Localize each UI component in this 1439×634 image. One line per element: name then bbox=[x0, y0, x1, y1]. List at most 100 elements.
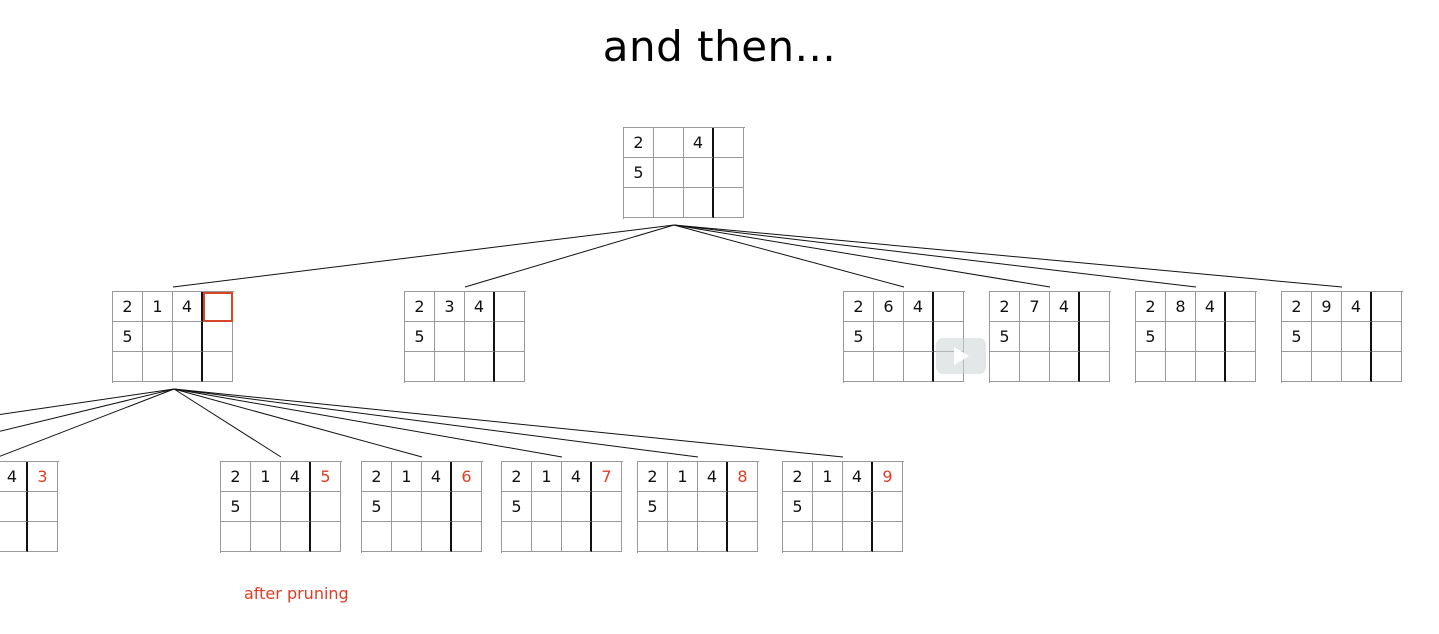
board-cell bbox=[1312, 352, 1342, 382]
board-cell bbox=[1342, 322, 1372, 352]
board-cell bbox=[844, 352, 874, 382]
board-cell: 8 bbox=[728, 462, 758, 492]
board-cell bbox=[990, 352, 1020, 382]
board-cell bbox=[532, 492, 562, 522]
board-cell bbox=[173, 352, 203, 382]
board-cell: 2 bbox=[502, 462, 532, 492]
board-cell: 5 bbox=[638, 492, 668, 522]
board-cell bbox=[1342, 352, 1372, 382]
board-cell bbox=[0, 522, 28, 552]
board-cell: 9 bbox=[1312, 292, 1342, 322]
board-cell bbox=[1282, 352, 1312, 382]
board-cell: 2 bbox=[405, 292, 435, 322]
board-cell bbox=[495, 352, 525, 382]
board-cell bbox=[311, 522, 341, 552]
tree-edge-l1-1-to-l2-7 bbox=[173, 388, 563, 458]
board-cell bbox=[592, 492, 622, 522]
board-cell bbox=[813, 522, 843, 552]
board-cell bbox=[422, 522, 452, 552]
board-cell bbox=[1166, 352, 1196, 382]
board-cell: 5 bbox=[1282, 322, 1312, 352]
board-cell bbox=[28, 492, 58, 522]
board-cell bbox=[1226, 292, 1256, 322]
play-button[interactable] bbox=[936, 338, 986, 374]
board-cell bbox=[1196, 322, 1226, 352]
board-cell: 4 bbox=[1050, 292, 1080, 322]
board-cell bbox=[1226, 352, 1256, 382]
board-cell: 2 bbox=[221, 462, 251, 492]
board-cell: 2 bbox=[362, 462, 392, 492]
board-cell bbox=[28, 522, 58, 552]
board-cell: 5 bbox=[783, 492, 813, 522]
board-cell bbox=[873, 492, 903, 522]
board-cell bbox=[465, 322, 495, 352]
board-cell bbox=[654, 188, 684, 218]
tree-edge-offscreen bbox=[0, 388, 175, 416]
board-cell bbox=[1372, 322, 1402, 352]
board-cell bbox=[654, 158, 684, 188]
board-cell: 4 bbox=[465, 292, 495, 322]
board-cell bbox=[843, 522, 873, 552]
board-cell: 5 bbox=[221, 492, 251, 522]
board-cell bbox=[1020, 322, 1050, 352]
board-cell bbox=[668, 522, 698, 552]
board-cell: 2 bbox=[113, 292, 143, 322]
board-cell: 4 bbox=[562, 462, 592, 492]
board-cell bbox=[532, 522, 562, 552]
play-icon bbox=[954, 347, 969, 365]
board-cell: 4 bbox=[1196, 292, 1226, 322]
board-cell bbox=[251, 492, 281, 522]
board-cell bbox=[362, 522, 392, 552]
board-cell: 6 bbox=[874, 292, 904, 322]
board-cell bbox=[392, 492, 422, 522]
board-cell bbox=[1080, 292, 1110, 322]
board-cell: 2 bbox=[624, 128, 654, 158]
board-cell bbox=[728, 492, 758, 522]
after-pruning-caption: after pruning bbox=[244, 584, 349, 603]
tree-edge-l1-1-to-l2-5 bbox=[173, 388, 282, 458]
board-cell bbox=[1372, 352, 1402, 382]
board-cell bbox=[624, 188, 654, 218]
board-cell: 1 bbox=[668, 462, 698, 492]
board-cell bbox=[311, 492, 341, 522]
slide-title: and then... bbox=[602, 22, 837, 71]
board-cell: 1 bbox=[143, 292, 173, 322]
board-cell bbox=[684, 188, 714, 218]
board-cell bbox=[714, 188, 744, 218]
board-cell bbox=[251, 522, 281, 552]
tree-edge-l1-1-to-l2-8 bbox=[173, 388, 699, 458]
board-cell bbox=[422, 492, 452, 522]
board-node-l2-3: 21435 bbox=[0, 461, 59, 553]
board-cell bbox=[873, 522, 903, 552]
board-cell bbox=[562, 492, 592, 522]
board-cell bbox=[654, 128, 684, 158]
board-cell bbox=[113, 352, 143, 382]
board-cell: 5 bbox=[990, 322, 1020, 352]
board-cell: 2 bbox=[783, 462, 813, 492]
board-cell: 7 bbox=[1020, 292, 1050, 322]
board-cell bbox=[904, 352, 934, 382]
board-cell bbox=[495, 322, 525, 352]
board-cell bbox=[465, 352, 495, 382]
board-cell bbox=[698, 492, 728, 522]
board-cell bbox=[452, 522, 482, 552]
board-cell bbox=[1372, 292, 1402, 322]
board-cell bbox=[714, 128, 744, 158]
board-cell bbox=[874, 322, 904, 352]
board-cell bbox=[1226, 322, 1256, 352]
tree-edge-root-to-l1-9 bbox=[673, 224, 1343, 288]
board-cell bbox=[638, 522, 668, 552]
board-cell: 6 bbox=[452, 462, 482, 492]
board-cell bbox=[668, 492, 698, 522]
tree-edge-root-to-l1-1 bbox=[172, 224, 675, 288]
board-cell: 5 bbox=[624, 158, 654, 188]
board-cell bbox=[1196, 352, 1226, 382]
